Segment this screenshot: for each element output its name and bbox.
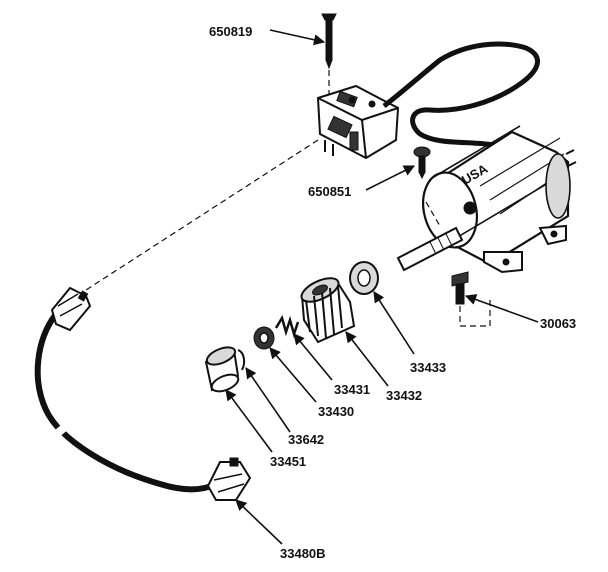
label-33642: 33642	[288, 432, 324, 447]
label-33480B: 33480B	[280, 546, 326, 561]
pinion-gear	[300, 277, 356, 344]
retainer-ring	[237, 349, 246, 371]
stop-nut	[253, 326, 275, 350]
label-650851: 650851	[308, 184, 351, 199]
motor-lead-wire	[382, 41, 540, 149]
label-33430: 33430	[318, 404, 354, 419]
leader-lines	[225, 29, 539, 545]
top-screw	[321, 13, 337, 96]
label-33451: 33451	[270, 454, 306, 469]
label-650819: 650819	[209, 24, 252, 39]
switch-box	[316, 84, 400, 160]
label-33431: 33431	[334, 382, 370, 397]
ground-screw	[451, 271, 491, 327]
switch-to-cord-dashed-line	[85, 139, 319, 291]
dust-cap	[204, 346, 240, 393]
label-30063: 30063	[540, 316, 576, 331]
starter-motor: USA	[422, 125, 577, 274]
small-screw	[413, 146, 431, 180]
extension-cord	[34, 286, 252, 501]
motor-shaft	[396, 201, 464, 272]
label-33432: 33432	[386, 388, 422, 403]
anti-drift-spring	[274, 314, 300, 339]
label-33433: 33433	[410, 360, 446, 375]
thrust-washer	[349, 261, 379, 295]
